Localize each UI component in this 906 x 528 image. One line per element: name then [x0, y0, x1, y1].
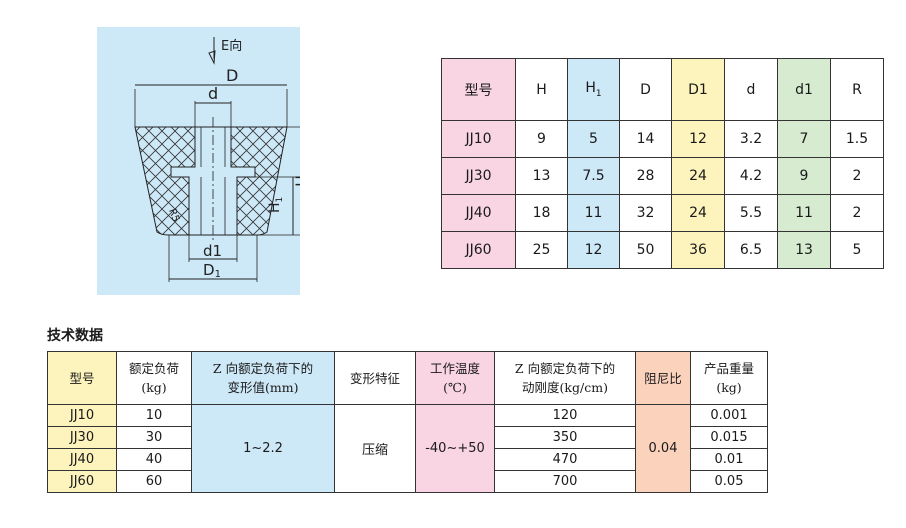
cell-d1: 7: [777, 120, 831, 158]
label-D1: D1: [203, 261, 221, 280]
col-header-d: d: [724, 58, 778, 121]
cell-rated-load: 10: [116, 404, 192, 427]
cell-temperature: -40~+50: [415, 404, 495, 493]
label-d1: d1: [203, 242, 222, 260]
dimension-header-row: 型号 H H1 D D1 d d1 R: [441, 58, 884, 121]
col-header-rated-load: 额定负荷(kg): [116, 351, 192, 405]
table-row: JJ10 9 5 14 12 3.2 7 1.5: [441, 120, 884, 158]
tech-header-row: 型号 额定负荷(kg) Z 向额定负荷下的变形值(mm) 变形特征 工作温度(℃…: [47, 351, 768, 405]
label-R5: R5: [166, 207, 181, 223]
cell-D: 32: [619, 194, 672, 232]
col-header-d1: d1: [777, 58, 831, 121]
col-header-temperature: 工作温度(℃): [415, 351, 495, 405]
cell-d1: 9: [777, 157, 831, 195]
table-row: JJ30 13 7.5 28 24 4.2 9 2: [441, 157, 884, 195]
cell-model: JJ10: [47, 404, 117, 427]
col-header-stiffness: Z 向额定负荷下的动刚度(kg/cm): [494, 351, 636, 405]
table-row: JJ40 18 11 32 24 5.5 11 2: [441, 194, 884, 232]
col-header-D: D: [619, 58, 672, 121]
col-header-damping: 阻尼比: [635, 351, 691, 405]
col-header-D1: D1: [671, 58, 725, 121]
col-header-model: 型号: [441, 58, 516, 121]
label-D: D: [226, 66, 238, 85]
cell-model: JJ10: [441, 120, 516, 158]
col-header-R: R: [830, 58, 884, 121]
table-row: JJ60 60 700 0.05: [47, 470, 768, 493]
cell-model: JJ60: [47, 470, 117, 493]
cell-model: JJ30: [441, 157, 516, 195]
cell-D: 14: [619, 120, 672, 158]
cell-H: 9: [515, 120, 568, 158]
cell-damping: 0.04: [635, 404, 691, 493]
col-header-model: 型号: [47, 351, 117, 405]
label-H1: H1: [267, 197, 285, 213]
cell-D1: 24: [671, 157, 725, 195]
table-row: JJ10 10 1~2.2 压缩 -40~+50 120 0.04 0.001: [47, 404, 768, 493]
cell-H1: 5: [567, 120, 620, 158]
cell-model: JJ40: [47, 448, 117, 471]
cell-D: 50: [619, 231, 672, 269]
e-direction-label: E向: [221, 38, 242, 54]
cell-d: 5.5: [724, 194, 778, 232]
dimension-table: 型号 H H1 D D1 d d1 R JJ10 9 5 14 12 3.2 7…: [441, 58, 884, 269]
cell-D1: 36: [671, 231, 725, 269]
drawing-svg: E向 D d R5 H H1: [134, 37, 300, 282]
cell-R: 1.5: [830, 120, 884, 158]
cell-d1: 13: [777, 231, 831, 269]
cell-H1: 11: [567, 194, 620, 232]
cell-d: 6.5: [724, 231, 778, 269]
table-row: JJ40 40 470 0.01: [47, 448, 768, 471]
cell-weight: 0.015: [690, 426, 768, 449]
col-header-weight: 产品重量(kg): [690, 351, 768, 405]
col-header-deformation: Z 向额定负荷下的变形值(mm): [191, 351, 335, 405]
cell-weight: 0.01: [690, 448, 768, 471]
cell-D1: 12: [671, 120, 725, 158]
section-title: 技术数据: [47, 328, 103, 344]
cell-feature: 压缩: [334, 404, 416, 493]
cell-H1: 12: [567, 231, 620, 269]
cell-model: JJ40: [441, 194, 516, 232]
col-header-H: H: [515, 58, 568, 121]
cell-weight: 0.05: [690, 470, 768, 493]
cell-stiffness: 350: [494, 426, 636, 449]
cell-D1: 24: [671, 194, 725, 232]
label-H: H: [292, 175, 300, 187]
cell-R: 2: [830, 194, 884, 232]
table-row: JJ30 30 350 0.015: [47, 426, 768, 449]
cell-stiffness: 120: [494, 404, 636, 427]
cell-rated-load: 60: [116, 470, 192, 493]
cell-model: JJ60: [441, 231, 516, 269]
cell-H: 18: [515, 194, 568, 232]
cell-R: 5: [830, 231, 884, 269]
tech-data-table: 型号 额定负荷(kg) Z 向额定负荷下的变形值(mm) 变形特征 工作温度(℃…: [47, 351, 768, 493]
cell-d1: 11: [777, 194, 831, 232]
cell-H: 25: [515, 231, 568, 269]
cell-weight: 0.001: [690, 404, 768, 427]
table-row: JJ60 25 12 50 36 6.5 13 5: [441, 231, 884, 269]
col-header-H1: H1: [567, 58, 620, 121]
cell-D: 28: [619, 157, 672, 195]
cell-H: 13: [515, 157, 568, 195]
cell-stiffness: 700: [494, 470, 636, 493]
cell-rated-load: 40: [116, 448, 192, 471]
cell-rated-load: 30: [116, 426, 192, 449]
cell-model: JJ30: [47, 426, 117, 449]
cell-d: 3.2: [724, 120, 778, 158]
cell-stiffness: 470: [494, 448, 636, 471]
cell-d: 4.2: [724, 157, 778, 195]
e-direction-arrow: [208, 50, 216, 65]
label-d: d: [208, 84, 218, 103]
cell-R: 2: [830, 157, 884, 195]
technical-drawing: E向 D d R5 H H1: [97, 27, 300, 295]
cell-deformation: 1~2.2: [191, 404, 335, 493]
cell-H1: 7.5: [567, 157, 620, 195]
col-header-feature: 变形特征: [334, 351, 416, 405]
